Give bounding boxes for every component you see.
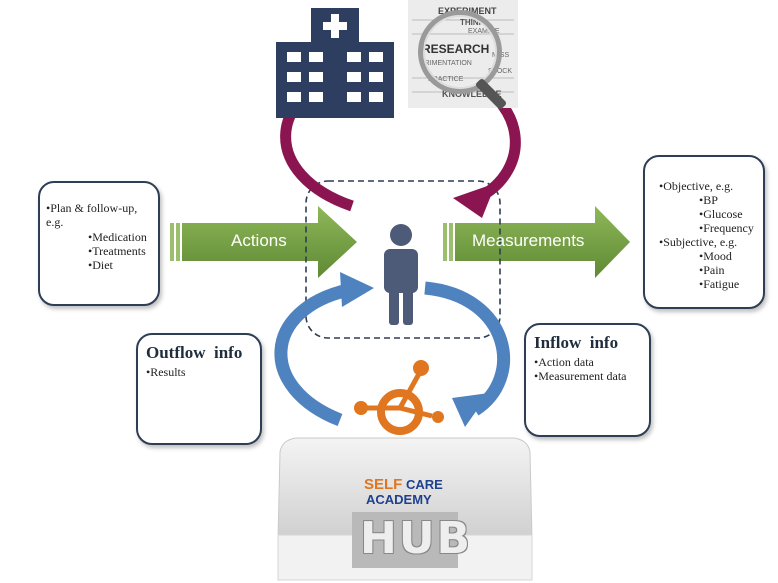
inflow-info-box: Inflow info •Action data •Measurement da… <box>524 323 651 437</box>
objective-item-frequency: •Frequency <box>699 221 754 235</box>
blue-cycle-arrows <box>274 272 511 427</box>
outflow-title: Outflow info <box>146 343 243 362</box>
objective-item-glucose: •Glucose <box>699 207 743 221</box>
hospital-icon <box>276 8 394 118</box>
hub-device <box>277 437 533 581</box>
inflow-item-action-data: •Action data <box>534 355 594 369</box>
inflow-title: Inflow info <box>534 333 619 352</box>
subjective-item-fatigue: •Fatigue <box>699 277 740 291</box>
hub-network-icon <box>354 360 444 435</box>
subjective-item-pain: •Pain <box>699 263 725 277</box>
word-stock: STOCK <box>488 68 512 75</box>
outflow-info-box: Outflow info •Results <box>136 333 262 445</box>
measurements-arrow <box>443 206 630 278</box>
plan-followup-box: •Plan & follow-up, e.g. •Medication •Tre… <box>38 181 160 306</box>
plan-item-diet: •Diet <box>88 258 113 272</box>
brand-self: SELF <box>364 476 403 493</box>
inflow-item-measurement-data: •Measurement data <box>534 369 627 383</box>
objective-heading: •Objective, e.g. <box>659 179 734 193</box>
subjective-heading: •Subjective, e.g. <box>659 235 738 249</box>
magnifier-icon <box>418 10 502 94</box>
brand-care: CARE <box>406 477 443 492</box>
outflow-item-results: •Results <box>146 365 186 379</box>
plan-item-medication: •Medication <box>88 230 147 244</box>
plan-item-treatments: •Treatments <box>88 244 146 258</box>
subjective-item-mood: •Mood <box>699 249 732 263</box>
word-knowledge: KNOWLEDGE <box>442 89 502 99</box>
brand-academy: ACADEMY <box>366 492 432 507</box>
measurements-label: Measurements <box>472 231 585 250</box>
actions-arrow <box>170 206 357 278</box>
actions-label: Actions <box>231 231 287 250</box>
hub-label: HUB <box>360 513 473 564</box>
plan-intro: •Plan & follow-up, e.g. <box>46 201 138 229</box>
objective-item-bp: •BP <box>699 193 718 207</box>
patient-person-icon <box>384 224 418 325</box>
person-focus-box <box>305 180 501 339</box>
measurement-types-box: •Objective, e.g. •BP •Glucose •Frequency… <box>643 155 765 309</box>
